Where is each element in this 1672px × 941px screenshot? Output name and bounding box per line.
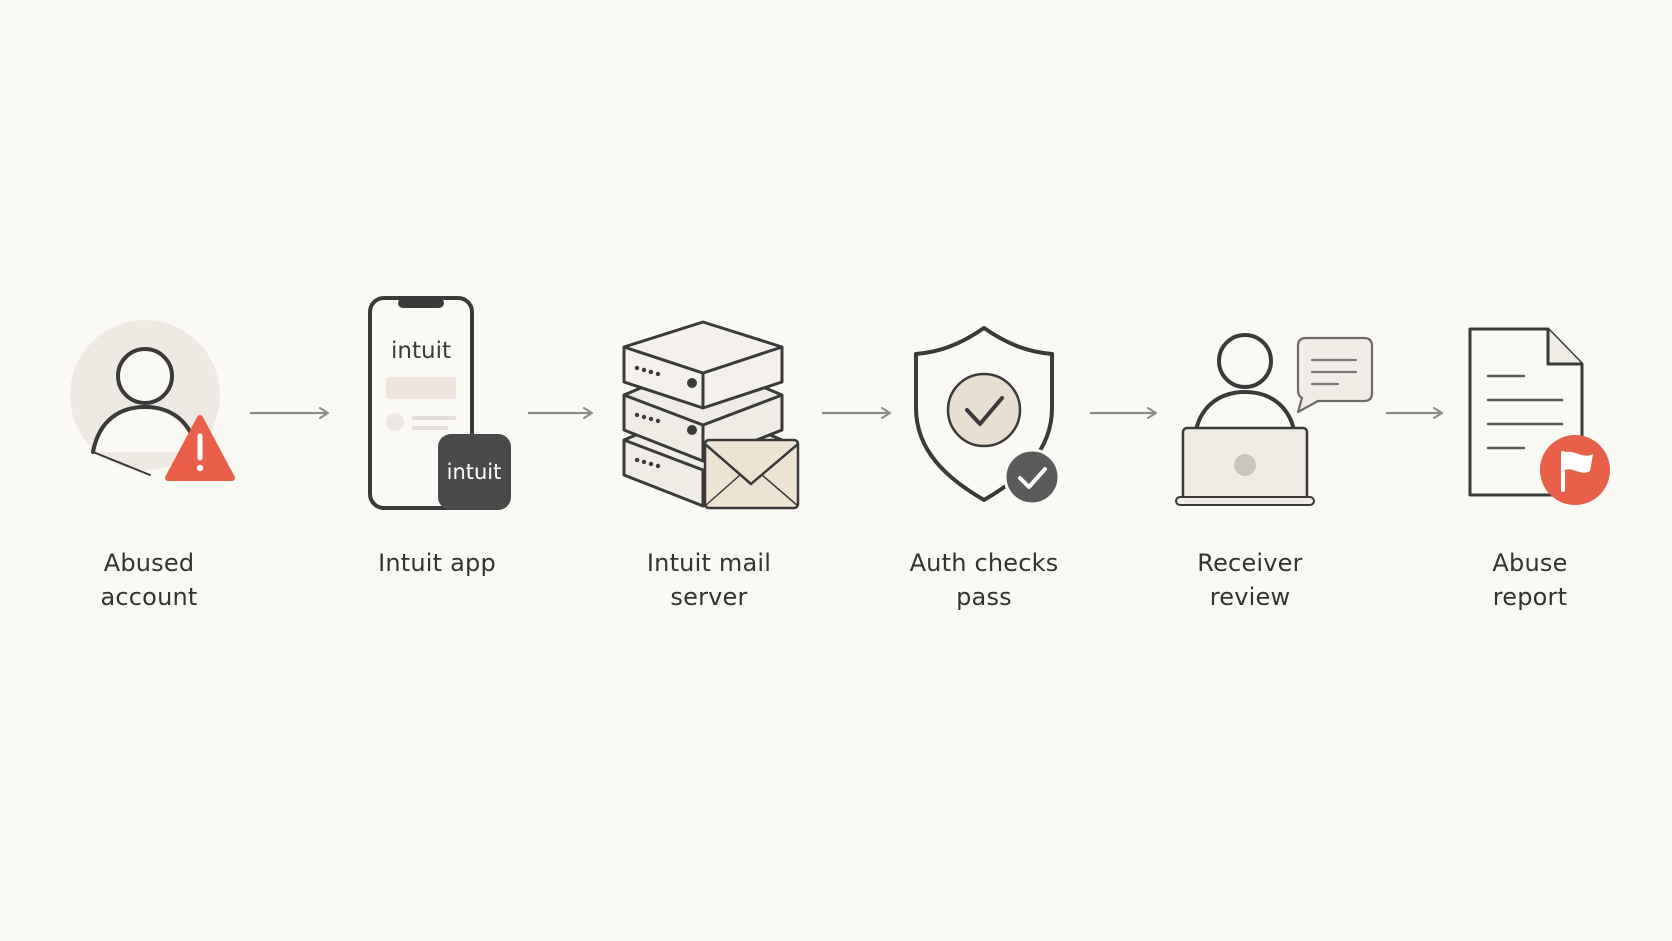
step-label-line: server — [670, 583, 748, 611]
step-label-line: review — [1209, 583, 1291, 611]
step-label-line: Auth checks — [909, 549, 1059, 577]
step-label-intuit-app: Intuit app — [327, 546, 547, 580]
step-label-abused-account: Abused account — [39, 546, 259, 614]
step-label-receiver-review: Receiver review — [1140, 546, 1360, 614]
flag-badge-icon — [1540, 435, 1610, 505]
warning-icon — [165, 415, 235, 481]
step-label-line: Receiver — [1197, 549, 1303, 577]
envelope-icon — [703, 438, 800, 510]
step-label-intuit-mail-server: Intuit mail server — [599, 546, 819, 614]
step-label-line: Abused — [103, 549, 195, 577]
step-label-line: pass — [956, 583, 1012, 611]
app-badge-brand-text: intuit — [447, 460, 502, 484]
user-warning-icon — [70, 320, 220, 476]
step-label-line: Abuse — [1492, 549, 1568, 577]
phone-brand-text: intuit — [391, 338, 451, 364]
app-badge-icon — [438, 434, 511, 510]
step-label-line: Intuit mail — [646, 549, 772, 577]
chat-bubble-icon — [1296, 336, 1374, 414]
step-label-auth-checks-pass: Auth checks pass — [874, 546, 1094, 614]
user-laptop-icon — [1175, 333, 1315, 506]
check-badge-icon — [1003, 448, 1061, 506]
step-label-line: Intuit app — [378, 549, 496, 577]
step-label-line: report — [1492, 583, 1568, 611]
step-label-line: account — [100, 583, 198, 611]
step-label-abuse-report: Abuse report — [1420, 546, 1640, 614]
